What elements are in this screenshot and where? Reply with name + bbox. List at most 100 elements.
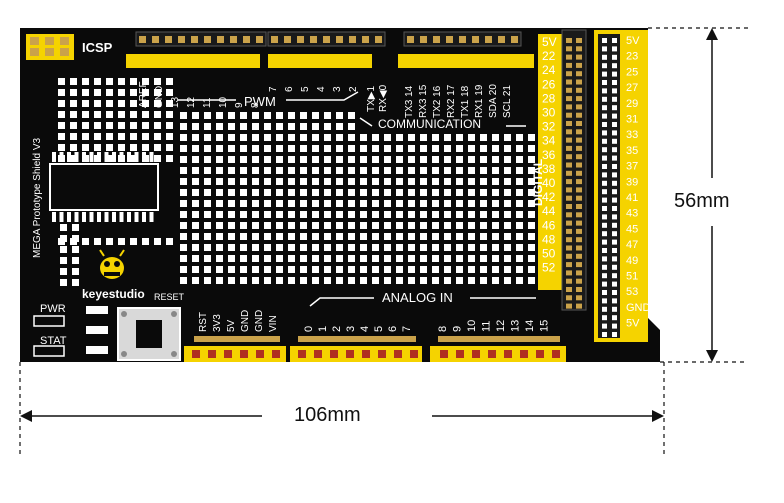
- digital-pin: [602, 189, 607, 195]
- power-pin-label: GND: [254, 310, 265, 332]
- prototype-pad: [360, 266, 367, 273]
- prototype-pad: [288, 112, 295, 119]
- digital-right-label: 33: [626, 129, 638, 141]
- prototype-pad: [420, 211, 427, 218]
- prototype-pad: [228, 112, 235, 119]
- prototype-pad: [408, 211, 415, 218]
- pwr-label: PWR: [40, 303, 66, 315]
- prototype-pad: [480, 255, 487, 262]
- analog-header-left: [290, 336, 422, 362]
- prototype-pad: [180, 233, 187, 240]
- digital-pin: [602, 147, 607, 153]
- top-header-pin: [271, 36, 278, 43]
- ic-pin: [74, 152, 79, 162]
- prototype-pad: [360, 156, 367, 163]
- ic-pin: [52, 212, 56, 222]
- prototype-pad: [528, 211, 535, 218]
- top-pin-label: 5: [300, 86, 311, 92]
- prototype-pad: [480, 167, 487, 174]
- digital-pin: [576, 38, 582, 43]
- prototype-pad: [528, 189, 535, 196]
- prototype-pad: [348, 156, 355, 163]
- top-header-pin: [323, 36, 330, 43]
- prototype-pad: [216, 200, 223, 207]
- prototype-pad: [348, 189, 355, 196]
- prototype-pad: [528, 178, 535, 185]
- digital-pin: [566, 104, 572, 110]
- prototype-pad: [276, 123, 283, 130]
- prototype-pad: [396, 134, 403, 141]
- prototype-pad: [468, 222, 475, 229]
- prototype-pad: [94, 238, 101, 245]
- comm-pin-label: RX2 17: [446, 84, 457, 118]
- digital-pin: [576, 154, 582, 160]
- prototype-pad: [456, 156, 463, 163]
- digital-pin: [576, 237, 582, 243]
- ic-pin: [67, 212, 71, 222]
- prototype-pad: [312, 134, 319, 141]
- serial-pin-label: RX◀0: [378, 84, 389, 112]
- prototype-pad: [456, 266, 463, 273]
- prototype-pad: [432, 255, 439, 262]
- prototype-pad: [312, 244, 319, 251]
- prototype-pad: [300, 112, 307, 119]
- prototype-pad: [504, 244, 511, 251]
- prototype-pad: [192, 211, 199, 218]
- top-pin-label: GND: [154, 86, 165, 108]
- analog-pin-label: 5: [373, 326, 385, 332]
- socket-hole: [472, 350, 480, 358]
- width-dimension-label: 106mm: [294, 404, 361, 426]
- prototype-pad: [264, 233, 271, 240]
- prototype-pad: [480, 266, 487, 273]
- prototype-pad: [154, 238, 161, 245]
- prototype-pad: [276, 112, 283, 119]
- digital-pin: [612, 54, 617, 60]
- prototype-pad: [252, 134, 259, 141]
- digital-right-label: 35: [626, 145, 638, 157]
- prototype-pad: [216, 255, 223, 262]
- prototype-pad: [58, 122, 65, 129]
- prototype-pad: [372, 244, 379, 251]
- prototype-pad: [276, 156, 283, 163]
- digital-pin: [602, 46, 607, 52]
- prototype-pad: [204, 222, 211, 229]
- digital-pin: [612, 298, 617, 304]
- digital-pin: [576, 295, 582, 301]
- analog-pin-label: 0: [303, 326, 315, 332]
- digital-pin: [612, 46, 617, 52]
- prototype-pad: [420, 145, 427, 152]
- prototype-pad: [408, 200, 415, 207]
- prototype-pad: [360, 189, 367, 196]
- ic-pin: [104, 212, 109, 222]
- stat-led: [33, 345, 108, 357]
- digital-pin: [612, 239, 617, 245]
- reset-button[interactable]: [117, 307, 181, 361]
- digital-pin: [566, 71, 572, 77]
- prototype-pad: [252, 167, 259, 174]
- prototype-pad: [324, 222, 331, 229]
- prototype-pad: [276, 200, 283, 207]
- prototype-pad: [312, 156, 319, 163]
- prototype-pad: [192, 112, 199, 119]
- digital-pin: [612, 172, 617, 178]
- digital-pin: [566, 204, 572, 209]
- prototype-pad: [420, 178, 427, 185]
- prototype-pad: [456, 277, 463, 284]
- prototype-pad: [336, 123, 343, 130]
- prototype-pad: [252, 112, 259, 119]
- digital-pin: [602, 180, 607, 186]
- prototype-pad: [456, 178, 463, 185]
- digital-pin: [576, 162, 582, 168]
- prototype-pad: [72, 224, 79, 231]
- socket-hole: [272, 350, 280, 358]
- prototype-pad: [288, 200, 295, 207]
- top-header-pin: [433, 36, 440, 43]
- prototype-pad: [396, 244, 403, 251]
- prototype-pad: [240, 222, 247, 229]
- prototype-pad: [312, 178, 319, 185]
- prototype-pad: [516, 255, 523, 262]
- top-header-pin: [178, 36, 185, 43]
- digital-right-label: 5V: [626, 318, 640, 330]
- prototype-pad: [504, 277, 511, 284]
- ic-pin: [52, 152, 56, 162]
